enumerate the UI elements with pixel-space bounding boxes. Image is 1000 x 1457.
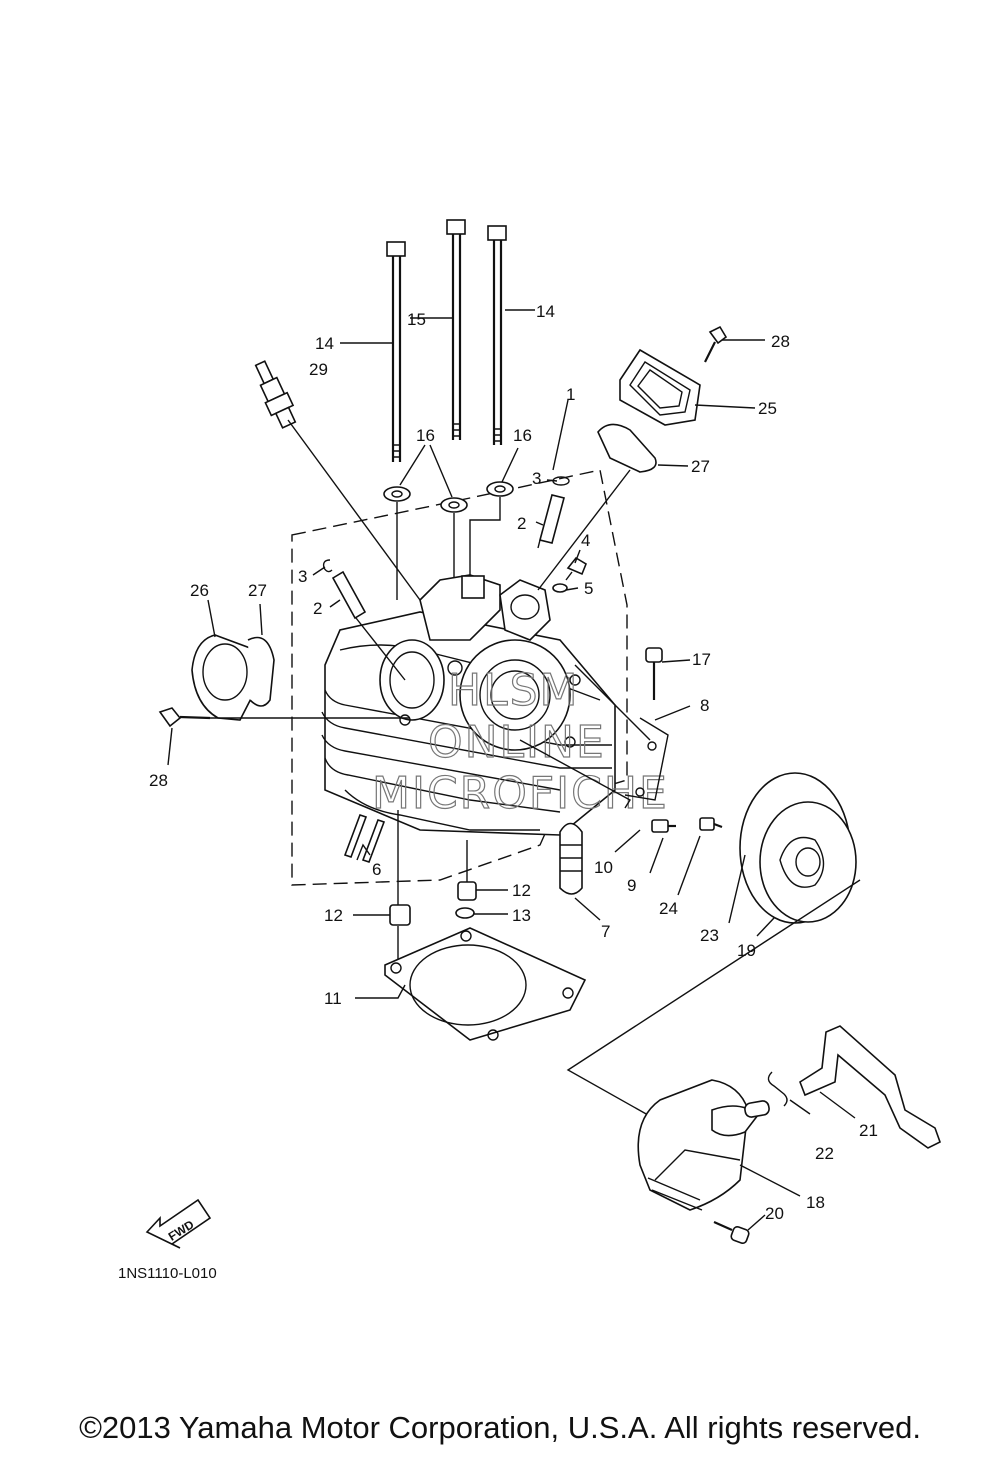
callout-14: 14 [536,302,555,321]
callout-9: 9 [627,876,636,895]
callout-22: 22 [815,1144,834,1163]
plug-4 [552,556,587,593]
callout-3: 3 [298,567,307,586]
callout-16: 16 [416,426,435,445]
clip-3 [322,476,570,573]
callout-13: 13 [512,906,531,925]
head-bolt-14-left [386,241,406,462]
callout-29: 29 [309,360,328,379]
o-ring-27-top [597,423,657,473]
callout-6: 6 [372,860,381,879]
svg-text:ONLINE: ONLINE [428,717,606,768]
bolt-28-top [704,325,728,363]
part-code: 1NS1110-L010 [118,1265,217,1282]
bolt-20 [713,1220,750,1244]
callout-23: 23 [700,926,719,945]
callout-2: 2 [517,514,526,533]
clamp-22 [767,1071,788,1107]
svg-text:MICROFICHE: MICROFICHE [372,768,669,819]
callout-12: 12 [512,881,531,900]
stud-bolt-6 [343,813,386,864]
callout-16: 16 [513,426,532,445]
callout-10: 10 [594,858,613,877]
callout-28: 28 [771,332,790,351]
callout-2: 2 [313,599,322,618]
spark-plug-29 [254,360,297,429]
callout-5: 5 [584,579,593,598]
bolt-28-left [158,707,211,728]
cylinder-head [321,574,616,836]
head-bolt-15 [446,219,466,440]
callout-27: 27 [248,581,267,600]
copyright-notice: ©2013 Yamaha Motor Corporation, U.S.A. A… [79,1410,921,1445]
callout-26: 26 [190,581,209,600]
callout-28: 28 [149,771,168,790]
head-gasket-11 [384,927,587,1041]
bolt-17 [645,647,663,700]
valve-guide-2 [331,494,565,620]
chain-guide-7 [559,822,583,895]
callout-21: 21 [859,1121,878,1140]
fwd-arrow-icon: FWD [145,1198,212,1249]
callout-25: 25 [758,399,777,418]
callout-15: 15 [407,310,426,329]
watermark: HLSM ONLINE MICROFICHE [371,664,669,819]
callout-7: 7 [601,922,610,941]
dowel-pin-12 [389,881,477,926]
callout-12: 12 [324,906,343,925]
callout-24: 24 [659,899,678,918]
intake-manifold-25 [619,348,701,426]
callout-20: 20 [765,1204,784,1223]
callout-11: 11 [324,989,342,1008]
bolt-9 [651,819,676,833]
gasket-27-left [247,636,275,707]
callout-17: 17 [692,650,711,669]
callout-4: 4 [581,531,590,550]
callout-19: 19 [737,941,756,960]
side-cover-19 [739,772,857,924]
washer-16 [383,481,514,513]
callout-labels: 1 2 2 3 3 4 5 6 7 8 9 10 11 12 12 13 14 … [149,302,878,1223]
cover-18 [637,1079,770,1211]
callout-14: 14 [315,334,334,353]
callout-18: 18 [806,1193,825,1212]
callout-3: 3 [532,469,541,488]
callout-1: 1 [566,385,575,404]
svg-text:HLSM: HLSM [448,665,580,716]
hose-21 [799,1025,941,1149]
gasket-8 [624,717,669,801]
callout-27: 27 [691,457,710,476]
callout-8: 8 [700,696,709,715]
head-bolt-14-right [487,225,507,445]
bolt-24 [699,817,723,831]
